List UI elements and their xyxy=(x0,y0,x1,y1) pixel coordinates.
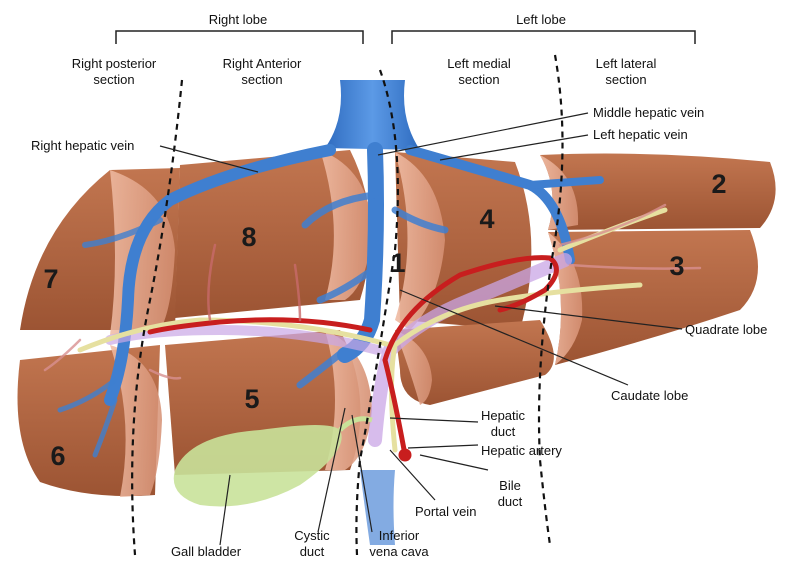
segment-8-number: 8 xyxy=(241,222,256,252)
left-lateral-section-label-line2: section xyxy=(605,72,646,87)
gall-bladder-label: Gall bladder xyxy=(171,544,242,559)
segment-2-number: 2 xyxy=(711,169,726,199)
cystic-duct-label-line2: duct xyxy=(300,544,325,559)
segment-7-block xyxy=(20,168,180,335)
left-lateral-section-label-line1: Left lateral xyxy=(596,56,657,71)
portal-vein-label: Portal vein xyxy=(415,504,476,519)
right-lobe-label: Right lobe xyxy=(209,12,268,27)
inferior-vena-cava-top xyxy=(325,80,420,150)
middle-hepatic-vein-label: Middle hepatic vein xyxy=(593,105,704,120)
right-anterior-section-label-line1: Right Anterior xyxy=(223,56,302,71)
inferior-vena-cava-label-line1: Inferior xyxy=(379,528,420,543)
right-anterior-section-label-line2: section xyxy=(241,72,282,87)
inferior-vena-cava-label-line2: vena cava xyxy=(369,544,429,559)
quadrate-lobe-label: Quadrate lobe xyxy=(685,322,767,337)
hepatic-artery-label: Hepatic artery xyxy=(481,443,562,458)
right-posterior-section-label-line1: Right posterior xyxy=(72,56,157,71)
left-medial-section-label-line1: Left medial xyxy=(447,56,511,71)
left-lobe-label: Left lobe xyxy=(516,12,566,27)
right-posterior-section-label-line2: section xyxy=(93,72,134,87)
right-hepatic-vein-label: Right hepatic vein xyxy=(31,138,134,153)
segment-4-number: 4 xyxy=(479,204,494,234)
caudate-lobe-label: Caudate lobe xyxy=(611,388,688,403)
segment-3-block xyxy=(548,230,758,365)
left-medial-section-label-line2: section xyxy=(458,72,499,87)
bile-duct-label-line2: duct xyxy=(498,494,523,509)
left-hepatic-vein-label: Left hepatic vein xyxy=(593,127,688,142)
left-lobe-bracket xyxy=(392,31,695,44)
bile-duct-label-line1: Bile xyxy=(499,478,521,493)
right-lobe-bracket xyxy=(116,31,363,44)
segment-1-number: 1 xyxy=(390,248,405,278)
segment-7-number: 7 xyxy=(43,264,58,294)
segment-6-number: 6 xyxy=(50,441,65,471)
cystic-duct-label-line1: Cystic xyxy=(294,528,330,543)
segment-6-block xyxy=(18,345,163,497)
segment-5-number: 5 xyxy=(244,384,259,414)
hepatic-duct-label-line2: duct xyxy=(491,424,516,439)
segment-3-number: 3 xyxy=(669,251,684,281)
hepatic-duct-label-line1: Hepatic xyxy=(481,408,526,423)
segment-2-block xyxy=(540,154,776,230)
